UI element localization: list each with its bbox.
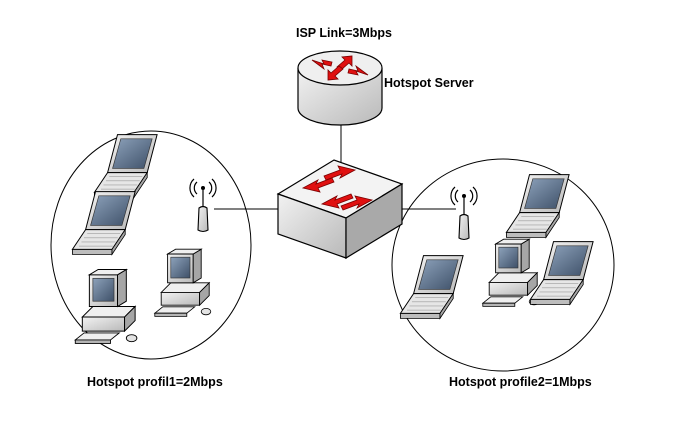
desktop-left-2-icon [154, 248, 212, 317]
router-icon [297, 50, 383, 126]
network-right-label: Hotspot profile2=1Mbps [449, 375, 592, 389]
hotspot-server-label: Hotspot Server [384, 76, 474, 90]
wireless-access-point-right-icon [450, 186, 478, 241]
desktop-right-icon [482, 238, 540, 307]
network-right-circle [391, 158, 615, 372]
switch-icon [276, 159, 404, 260]
isp-link-label: ISP Link=3Mbps [296, 26, 392, 40]
laptop-right-2-icon [529, 241, 594, 305]
network-left-circle [50, 130, 252, 360]
laptop-right-1-icon [505, 174, 570, 238]
wireless-access-point-left-icon [189, 178, 217, 233]
desktop-left-1-icon [74, 269, 138, 344]
laptop-right-3-icon [399, 255, 464, 319]
laptop-left-2-icon [71, 191, 136, 255]
network-left-label: Hotspot profil1=2Mbps [87, 375, 223, 389]
